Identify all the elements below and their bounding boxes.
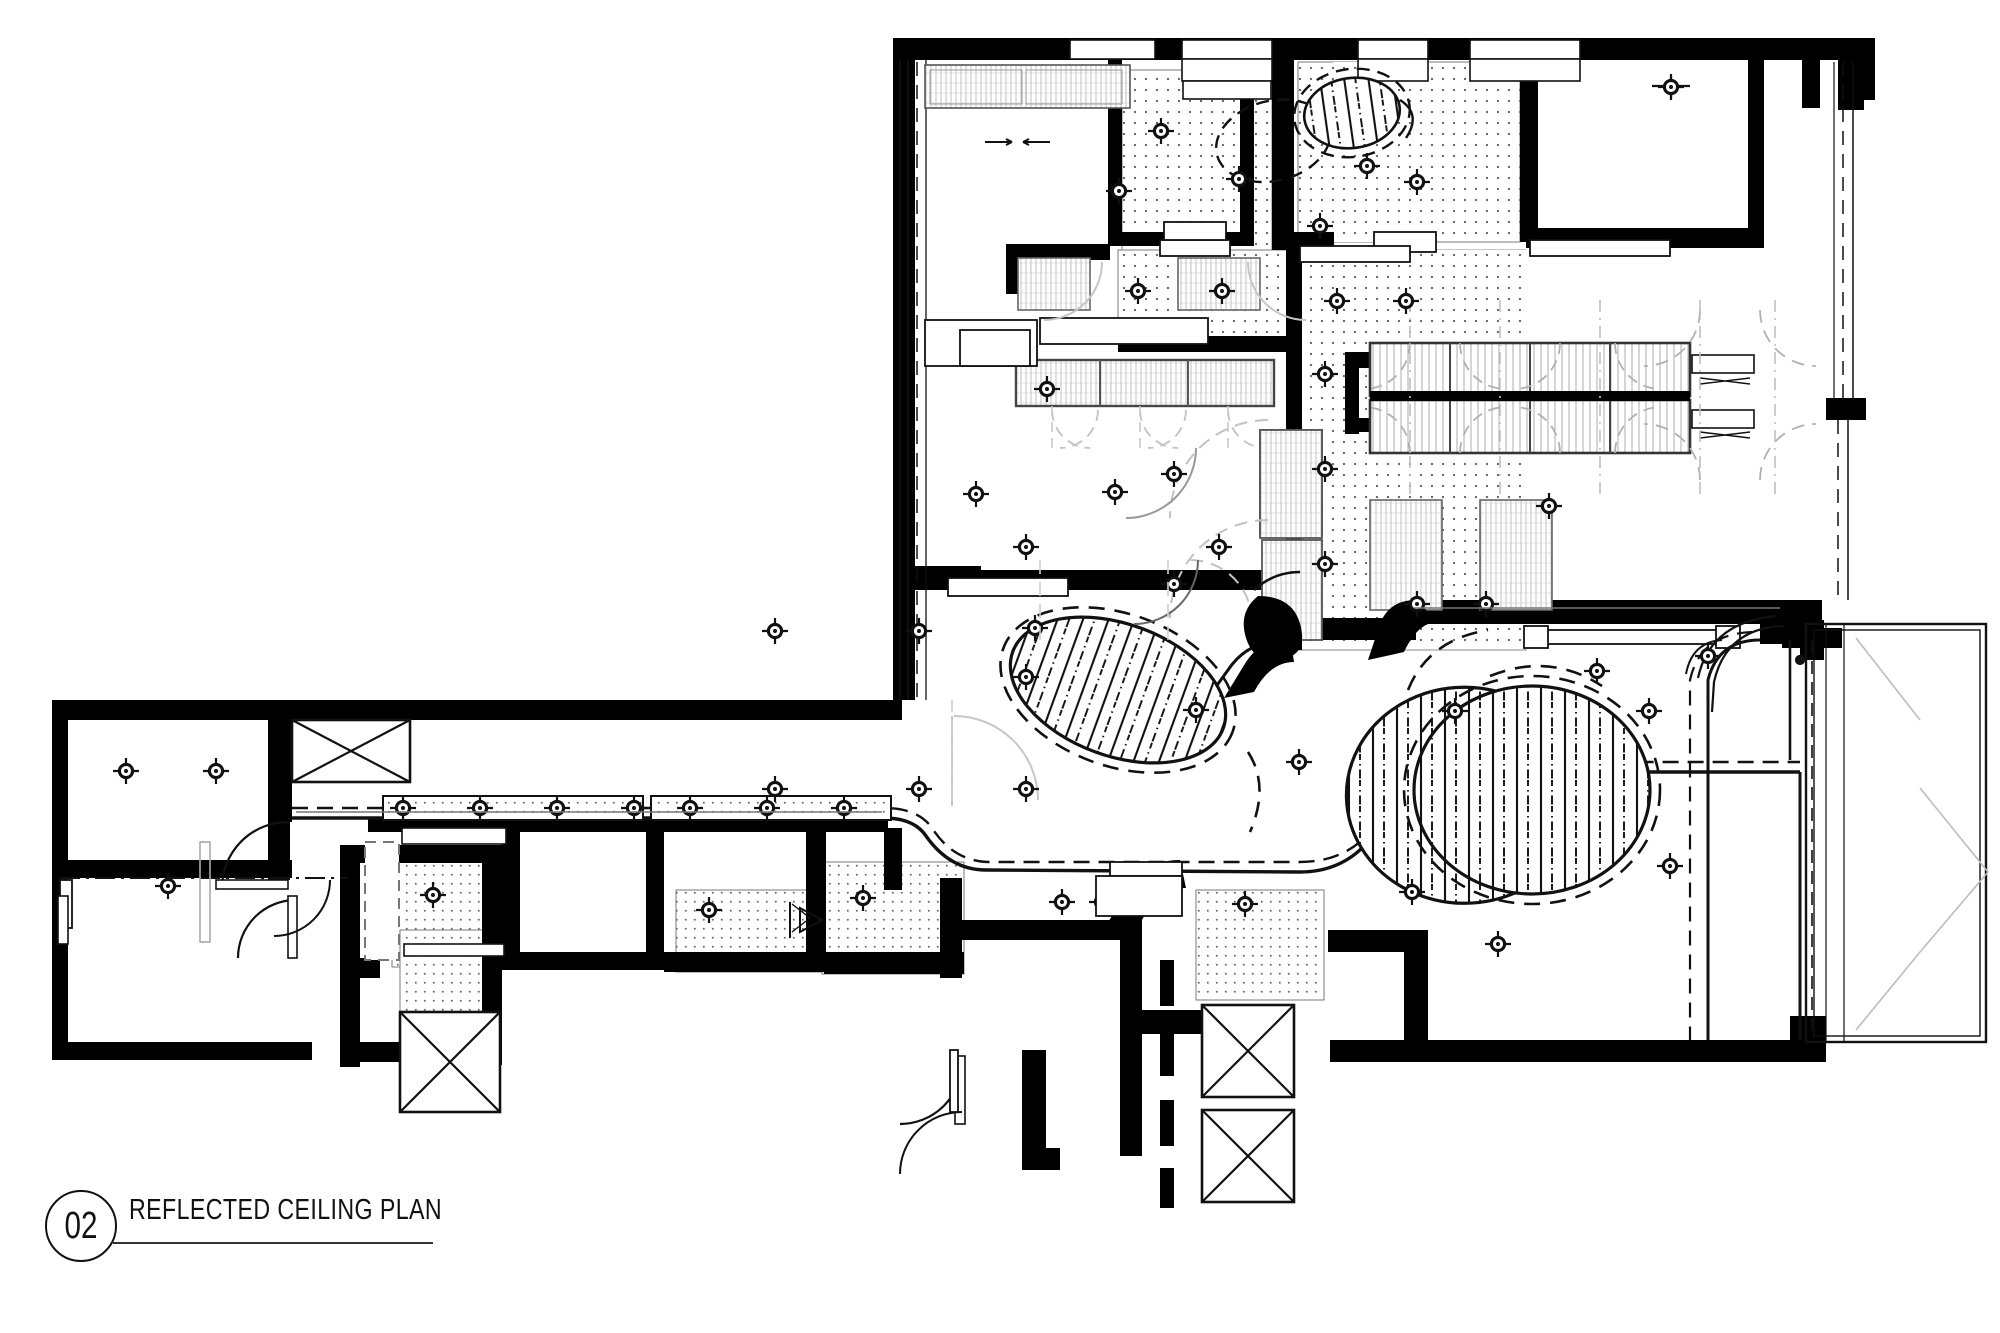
feature-ceiling-oval-right [1344,628,1662,906]
ceiling-access-panel [398,1010,502,1114]
wardrobe-casework-run [1368,341,1755,455]
misc-ceiling-items [1095,861,1183,917]
wardrobe-grid-lines [1409,300,1776,500]
lower-left-joinery [57,827,507,961]
reference-grid-lines [951,560,1169,800]
glazing-lines [899,60,1854,700]
drawing-title: REFLECTED CEILING PLAN [129,1194,443,1226]
direction-arrow-marker [789,902,825,938]
soffit-trim-lines [296,607,1780,813]
walls-poche [52,38,1875,1208]
door-swings [215,447,1199,1175]
feature-ceiling-oval-left [999,605,1261,833]
upper-hatched-panels [1017,257,1553,611]
wardrobe-door-swings [1363,309,1817,481]
ceiling-access-panel [290,718,412,784]
closet-room-casework [1014,358,1323,641]
terrace-corner [1696,614,1806,713]
window-openings-top [1069,39,1581,100]
terrace-glazing [1804,622,1989,1044]
ceiling-access-panels [290,718,1296,1204]
detail-bubble [45,1190,117,1262]
ceiling-access-panel [1200,1108,1296,1204]
cove-reveal-lines [60,877,348,879]
detail-number: 02 [64,1205,98,1247]
titleblock-underline [113,1242,433,1244]
ceiling-detail-boxes [924,221,1741,649]
titleblock: 02 REFLECTED CEILING PLAN [45,1180,465,1270]
casework-upper-left [924,64,1131,146]
ceiling-access-panel [1200,1003,1296,1099]
